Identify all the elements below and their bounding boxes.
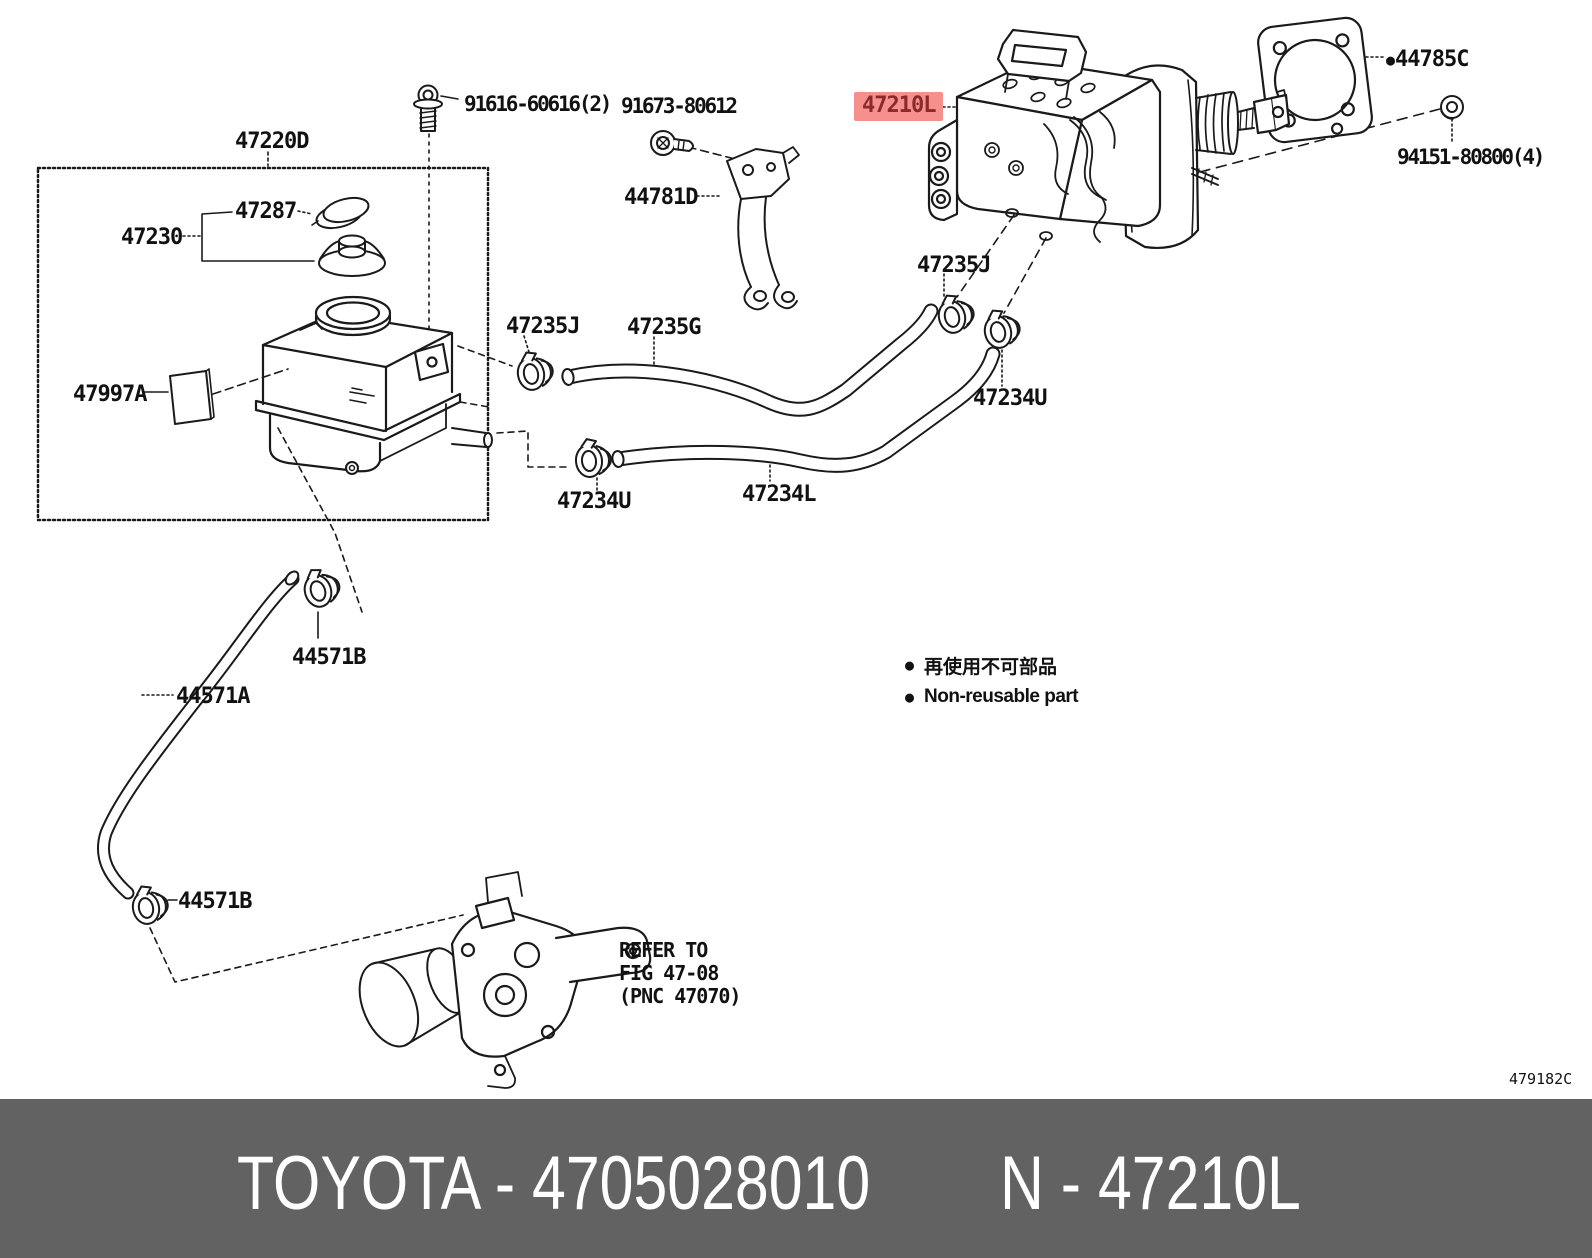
diagram-canvas [36, 16, 1464, 1089]
part-label-44785c-text: 44785C [1395, 47, 1469, 72]
bolt-91673-drawing [650, 130, 694, 156]
part-label-47210l-highlighted[interactable]: 47210L [854, 92, 944, 121]
clamp-47235j-left-drawing [512, 346, 557, 394]
part-label-47234u-right[interactable]: 47234U [973, 386, 1047, 411]
part-label-47235j-right[interactable]: 47235J [917, 253, 991, 278]
hose-44571a-drawing [96, 570, 300, 900]
clamp-44571b-lower-drawing [127, 880, 172, 928]
part-label-47997a[interactable]: 47997A [73, 382, 147, 407]
part-label-91673-80612[interactable]: 91673-80612 [621, 94, 738, 118]
master-cylinder-47210l-drawing [927, 28, 1291, 249]
cap-seal-47287-drawing [311, 196, 370, 230]
non-reusable-dot-icon: ● [905, 656, 915, 674]
diaphragm-47230-drawing [318, 234, 386, 277]
legend-text-en: Non-reusable part [924, 686, 1079, 707]
part-label-47230[interactable]: 47230 [121, 225, 183, 250]
refer-note-line2: FIG 47-08 [619, 961, 719, 985]
group-box-47220d [36, 166, 490, 522]
part-label-47287[interactable]: 47287 [235, 199, 297, 224]
bolt-91616-drawing [413, 84, 443, 132]
part-label-47234u-left[interactable]: 47234U [557, 489, 631, 514]
hose-47234l-drawing [611, 346, 1001, 473]
hose-47235g-drawing [561, 303, 939, 417]
part-label-94151-80800[interactable]: 94151-80800(4) [1397, 145, 1545, 169]
clamp-44571b-upper-drawing [297, 562, 345, 612]
bracket-44781d-drawing [726, 146, 800, 311]
clamp-47235j-right-drawing [932, 289, 979, 337]
plate-47997a-drawing [169, 368, 215, 425]
part-label-91616-60616[interactable]: 91616-60616(2) [464, 92, 612, 116]
part-label-44781d[interactable]: 44781D [624, 185, 698, 210]
part-label-47220d[interactable]: 47220D [235, 129, 309, 154]
legend-text-jp: 再使用不可部品 [924, 656, 1058, 678]
nut-94151-drawing [1440, 95, 1464, 120]
clamp-47234u-left-drawing [572, 435, 614, 480]
refer-note-line3: (PNC 47070) [619, 984, 741, 1008]
non-reusable-legend: ● 再使用不可部品 ● Non-reusable part [905, 652, 1079, 708]
part-label-47235j-left[interactable]: 47235J [506, 314, 580, 339]
non-reusable-dot-icon: ● [1386, 50, 1395, 69]
footer-part-number: TOYOTA - 4705028010 [237, 1141, 871, 1226]
reservoir-tank-drawing [254, 295, 493, 475]
pump-assembly-drawing [358, 871, 652, 1089]
footer-bar [0, 1099, 1592, 1258]
part-label-44571a[interactable]: 44571A [176, 684, 250, 709]
part-label-44571b-lower[interactable]: 44571B [178, 889, 252, 914]
non-reusable-dot-icon: ● [905, 687, 915, 706]
footer-pnc-label: N - 47210L [1000, 1141, 1301, 1226]
part-label-44785c[interactable]: ●44785C [1386, 47, 1470, 72]
clamp-47234u-right-drawing [978, 304, 1025, 352]
part-label-47234l[interactable]: 47234L [742, 482, 816, 507]
legend-row-jp: ● 再使用不可部品 [905, 652, 1078, 679]
part-label-47235g[interactable]: 47235G [627, 315, 701, 340]
legend-row-en: ● Non-reusable part [905, 686, 1079, 708]
refer-note-line1: REFER TO [619, 938, 708, 962]
diagram-code: 479182C [1509, 1070, 1573, 1088]
part-label-44571b-upper[interactable]: 44571B [292, 645, 366, 670]
leader-lines [141, 56, 1453, 983]
